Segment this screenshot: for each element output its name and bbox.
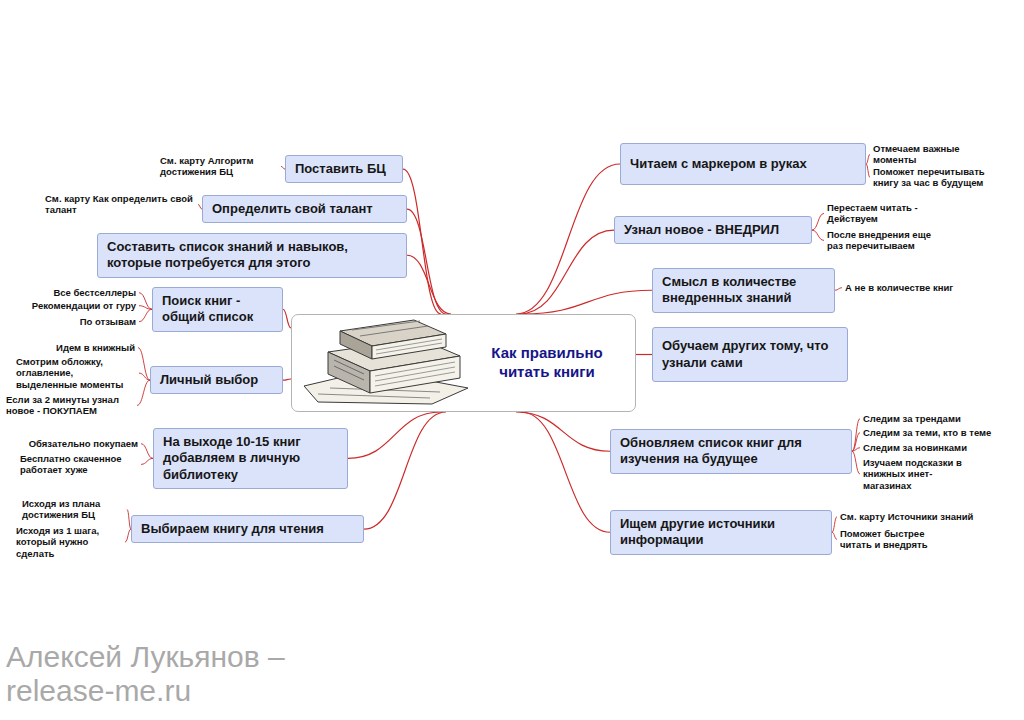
leader-line	[866, 164, 870, 177]
leader-line	[139, 309, 152, 321]
branch-connector	[521, 412, 610, 532]
branch-box: Ищем другие источники информации	[610, 510, 832, 555]
branch-connector	[523, 290, 652, 314]
note-text: Идем в книжный	[40, 342, 135, 353]
note-text: См. карту Алгоритм достижения БЦ	[160, 155, 278, 178]
branch-text: Смысл в количестве внедренных знаний	[662, 274, 825, 307]
branch-box: Выбираем книгу для чтения	[131, 515, 364, 543]
book-illustration	[304, 320, 468, 404]
branch-box: Определить свой талант	[202, 195, 407, 223]
branch-text: Определить свой талант	[212, 201, 373, 217]
watermark: Алексей Лукьянов – release-me.ru	[6, 640, 306, 707]
branch-box: Узнал новое - ВНЕДРИЛ	[614, 216, 812, 244]
branch-text: Личный выбор	[160, 372, 258, 388]
branch-connector	[283, 379, 291, 380]
leader-line	[139, 293, 152, 310]
leader-line	[852, 451, 860, 474]
branch-box: Обучаем других тому, что узнали сами	[652, 327, 848, 382]
leader-line	[139, 373, 150, 380]
branch-connector	[364, 412, 446, 529]
note-text: Поможет быстрее читать и внедрять	[840, 528, 950, 551]
branch-text: Выбираем книгу для чтения	[141, 521, 324, 537]
leader-line	[138, 348, 150, 380]
leader-line	[141, 458, 153, 464]
central-topic: Как правильно читать книги	[291, 314, 636, 412]
branch-connector	[636, 354, 652, 355]
branch-text: Обучаем других тому, что узнали сами	[662, 338, 838, 371]
branch-box: На выходе 10-15 книг добавляем в личную …	[153, 428, 348, 489]
leader-line	[141, 444, 153, 459]
branch-box: Читаем с маркером в руках	[620, 143, 866, 185]
leader-line	[832, 532, 837, 539]
note-text: Рекомендации от гуру	[15, 300, 136, 311]
leader-line	[139, 306, 152, 310]
note-text: Исходя из плана достижения БЦ	[22, 498, 124, 521]
branch-box: Личный выбор	[150, 366, 283, 394]
leader-line	[852, 419, 860, 452]
note-text: Обязательно покупаем	[14, 438, 138, 449]
note-text: Все бестселлеры	[40, 287, 136, 298]
branch-text: Составить список знаний и навыков, котор…	[107, 239, 397, 272]
note-text: См. карту Как определить свой талант	[45, 193, 195, 216]
branch-text: Узнал новое - ВНЕДРИЛ	[624, 222, 779, 238]
leader-line	[866, 154, 870, 164]
topic-title: Как правильно читать книги	[472, 344, 622, 382]
branch-box: Обновляем список книг для изучения на бу…	[610, 429, 852, 474]
branch-connector	[407, 255, 451, 314]
note-text: Поможет перечитывать книгу за час в буду…	[873, 166, 1008, 189]
note-text: По отзывам	[40, 316, 136, 327]
note-text: Если за 2 минуты узнал новое - ПОКУПАЕМ	[6, 394, 134, 417]
note-text: Изучаем подсказки в книжных инет-магазин…	[863, 457, 978, 491]
note-text: Следим за теми, кто в теме	[863, 427, 1013, 438]
branch-connector	[283, 309, 291, 328]
branch-text: Ищем другие источники информации	[620, 516, 822, 549]
note-text: Следим за новинками	[863, 442, 1013, 453]
note-text: Следим за трендами	[863, 413, 1013, 424]
note-text: См. карту Источники знаний	[840, 511, 990, 522]
branch-connector	[407, 209, 446, 314]
note-text: Исходя из 1 шага, который нужно сделать	[16, 525, 122, 559]
note-text: А не в количестве книг	[845, 282, 975, 293]
note-text: Бесплатно скаченное работает хуже	[20, 453, 138, 476]
leader-line	[812, 213, 824, 230]
note-text: Перестаем читать - Действуем	[827, 202, 937, 225]
note-text: Смотрим обложку, оглавление, выделенные …	[16, 356, 136, 390]
leader-line	[812, 230, 824, 240]
branch-text: Поиск книг - общий список	[162, 293, 273, 326]
branch-box: Составить список знаний и навыков, котор…	[97, 233, 407, 278]
branch-connector	[516, 164, 620, 314]
leader-line	[835, 288, 842, 291]
branch-box: Поставить БЦ	[285, 155, 403, 183]
note-text: После внедрения еще раз перечитываем	[827, 229, 947, 252]
branch-connector	[519, 230, 614, 314]
branch-box: Поиск книг - общий список	[152, 287, 283, 332]
branch-text: Читаем с маркером в руках	[630, 156, 807, 172]
leader-line	[852, 433, 860, 452]
branch-box: Смысл в количестве внедренных знаний	[652, 268, 835, 313]
note-text: Отмечаем важные моменты	[873, 143, 988, 166]
leader-line	[852, 448, 860, 452]
leader-line	[832, 517, 837, 533]
branch-connector	[348, 412, 441, 458]
branch-text: Поставить БЦ	[295, 161, 386, 177]
branch-text: Обновляем список книг для изучения на бу…	[620, 435, 842, 468]
branch-connector	[516, 412, 610, 451]
branch-text: На выходе 10-15 книг добавляем в личную …	[163, 434, 338, 483]
leader-line	[137, 380, 150, 405]
